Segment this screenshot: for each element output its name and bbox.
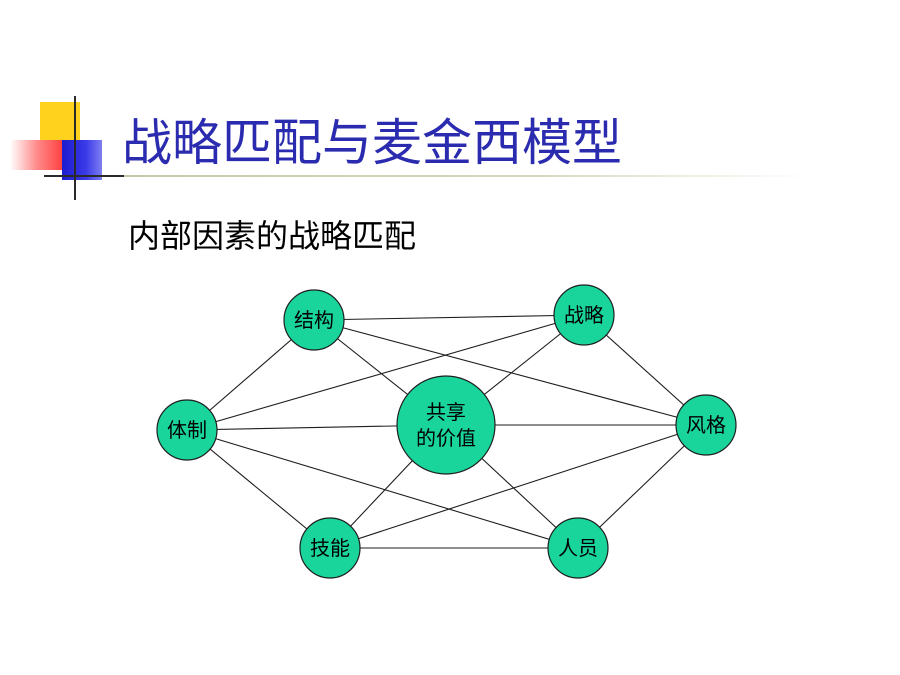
node-circle-skills [299,517,361,579]
node-label-shared-values: 共享 [426,400,466,424]
node-label-shared-values: 的价值 [416,426,476,450]
decor-horizontal-rule [44,175,124,177]
node-label-staff: 人员 [558,536,598,560]
node-circle-system [156,399,218,461]
edge-structure-style [313,319,707,426]
edge-strategy-system [186,314,585,431]
node-circle-style [675,394,737,456]
node-skills: 技能 [299,517,361,579]
node-label-strategy: 战略 [564,303,604,327]
decor-vertical-rule [74,96,76,200]
node-circle-shared-values [396,375,496,475]
node-staff: 人员 [547,517,609,579]
node-strategy: 战略 [553,284,615,346]
edge-structure-strategy [313,314,585,321]
node-label-structure: 结构 [294,308,334,332]
node-label-system: 体制 [167,418,207,442]
node-label-skills: 技能 [310,536,350,560]
decor-yellow-square [40,102,80,142]
edge-style-skills [329,424,707,549]
decor-blue-square [62,140,102,180]
node-system: 体制 [156,399,218,461]
node-circle-staff [547,517,609,579]
title-underline [124,175,814,177]
decor-red-bar [10,140,70,170]
node-style: 风格 [675,394,737,456]
subtitle: 内部因素的战略匹配 [128,217,417,255]
edge-system-staff [186,429,579,549]
node-circle-structure [283,289,345,351]
page-title: 战略匹配与麦金西模型 [122,114,622,172]
edge-system-skills [186,429,331,549]
node-structure: 结构 [283,289,345,351]
node-circle-strategy [553,284,615,346]
node-label-style: 风格 [686,413,726,437]
